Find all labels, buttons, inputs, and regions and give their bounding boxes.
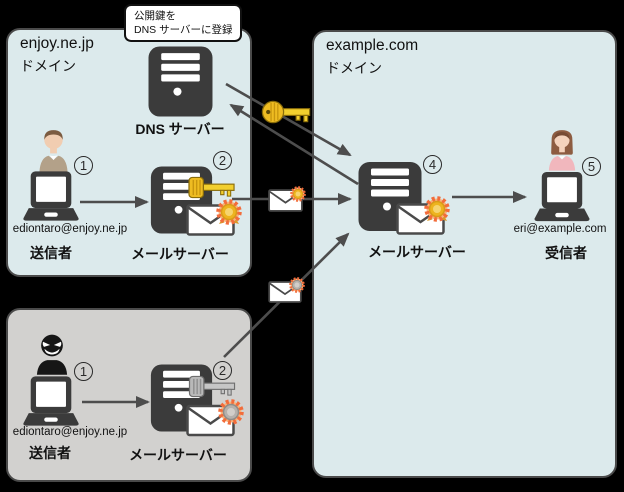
sender-laptop-icon — [22, 170, 80, 223]
public-key-icon — [261, 99, 312, 126]
callout-line2: DNS サーバーに登録 — [134, 24, 233, 36]
example-domain-word: ドメイン — [326, 60, 382, 76]
spoof-step-2-number: 2 — [218, 363, 227, 378]
callout-register-public-key: 公開鍵を DNS サーバーに登録 — [124, 4, 243, 42]
spoof-step-1-number: 1 — [79, 364, 88, 379]
verified-seal-icon — [424, 196, 450, 222]
enjoy-mail-server-label: メールサーバー — [131, 246, 229, 262]
enjoy-domain-title: enjoy.ne.jp ドメイン — [20, 33, 94, 77]
step-5-badge: 5 — [582, 157, 601, 176]
spoofer-laptop-icon — [22, 375, 80, 428]
spoofer-avatar — [35, 332, 69, 376]
enjoy-domain-name: enjoy.ne.jp — [20, 35, 94, 52]
private-key-icon — [188, 176, 236, 199]
transit-valid-seal-icon — [290, 186, 306, 202]
dns-server-icon — [148, 45, 213, 118]
receiver-email: eri@example.com — [513, 223, 607, 235]
example-domain-title: example.com ドメイン — [326, 35, 418, 79]
enjoy-domain-word: ドメイン — [20, 58, 76, 74]
transit-invalid-seal-icon — [289, 277, 305, 293]
spoofer-email: ediontaro@enjoy.ne.jp — [12, 426, 128, 438]
spoofer-label: 送信者 — [29, 445, 71, 461]
step-2-badge: 2 — [213, 151, 232, 170]
example-mail-server-label: メールサーバー — [368, 244, 466, 260]
example-domain-name: example.com — [326, 37, 419, 54]
callout-line1: 公開鍵を — [134, 10, 176, 22]
sender-email: ediontaro@enjoy.ne.jp — [12, 223, 128, 235]
step-5-number: 5 — [587, 159, 596, 174]
valid-seal-icon — [216, 199, 242, 225]
example-domain-box — [312, 30, 617, 478]
step-4-badge: 4 — [423, 155, 442, 174]
step-1-badge: 1 — [74, 156, 93, 175]
step-2-number: 2 — [218, 153, 227, 168]
invalid-seal-icon — [218, 399, 244, 425]
arrow-dns-query — [229, 103, 359, 186]
spoof-step-1-badge: 1 — [74, 362, 93, 381]
receiver-avatar — [546, 126, 578, 172]
receiver-laptop-icon — [532, 171, 592, 223]
receiver-label: 受信者 — [545, 245, 587, 261]
step-4-number: 4 — [428, 157, 437, 172]
spoofed-mail-server-label: メールサーバー — [129, 447, 227, 463]
sender-label: 送信者 — [30, 245, 72, 261]
arrow-publickey-response — [225, 82, 352, 157]
dns-server-label: DNS サーバー — [135, 121, 225, 137]
wrong-key-icon — [188, 375, 237, 398]
step-1-number: 1 — [79, 158, 88, 173]
sender-avatar — [37, 127, 70, 172]
spoof-step-2-badge: 2 — [213, 361, 232, 380]
